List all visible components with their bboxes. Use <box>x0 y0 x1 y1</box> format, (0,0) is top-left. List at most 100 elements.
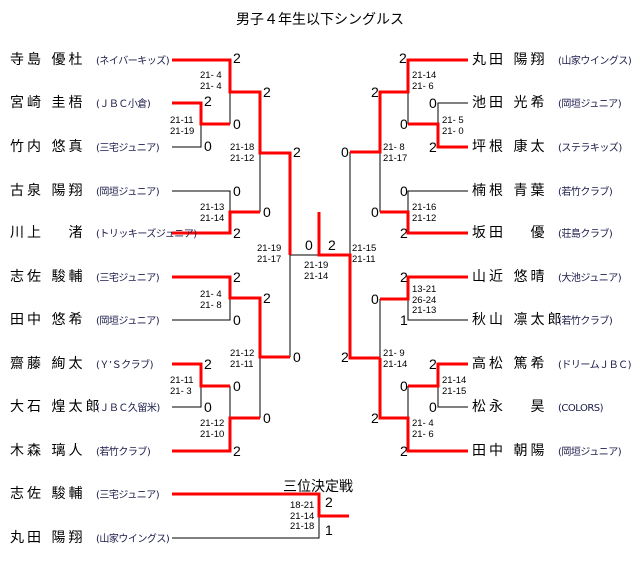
bracket-title: 男子４年生以下シングルス <box>236 12 404 28</box>
games-won-b: 2 <box>400 225 408 241</box>
game-score: 21-12 <box>200 418 225 429</box>
games-won-a: 2 <box>233 50 241 66</box>
game-score: 21-14 <box>383 358 408 370</box>
game-score: 21-19 <box>257 243 282 254</box>
game-score: 21- 4 <box>412 418 434 429</box>
games-won-a: 2 <box>400 269 408 285</box>
player-team: (三宅ジュニア) <box>96 490 160 501</box>
player-team: (トリッキーズジュニア) <box>96 229 197 240</box>
game-score: 21- 5 <box>442 115 464 126</box>
games-won-b: 0 <box>293 349 301 365</box>
game-score: 21- 4 <box>200 80 222 92</box>
player-name: 木森 璃人 <box>10 443 86 459</box>
player-name: 宮崎 圭梧 <box>10 95 86 111</box>
games-won-a: 2 <box>233 269 241 285</box>
right-player-entry: 池田 光希(岡垣ジュニア) <box>472 92 622 112</box>
game-score: 26-24 <box>412 294 437 306</box>
games-won-b: 2 <box>233 443 241 459</box>
right-player-entry: 坂田 優 (荘島クラブ) <box>472 222 613 242</box>
game-score: 21-14 <box>442 375 467 386</box>
game-score: 21-17 <box>257 253 282 265</box>
games-won-a: 0 <box>400 183 408 199</box>
game-score: 21- 0 <box>442 125 464 137</box>
games-won-a: 0 <box>233 183 241 199</box>
games-won-b: 0 <box>371 204 379 220</box>
games-won-a: 2 <box>263 290 271 306</box>
left-player-entry: 木森 璃人 (若竹クラブ) <box>10 440 151 460</box>
right-player-entry: 坪根 康太(ステラキッズ) <box>472 136 622 156</box>
player-team: (ドリームＪＢＣ) <box>558 360 632 371</box>
player-team: (大池ジュニア) <box>558 273 622 284</box>
games-won-a: 0 <box>305 237 313 253</box>
player-team: (岡垣ジュニア) <box>558 99 622 110</box>
games-won-b: 0 <box>204 399 212 415</box>
games-won-b: 0 <box>429 399 437 415</box>
left-player-entry: 田中 悠希(岡垣ジュニア) <box>10 309 160 329</box>
games-won-b: 2 <box>429 139 437 155</box>
right-player-entry: 山近 悠晴(大池ジュニア) <box>472 266 622 286</box>
game-score: 21- 8 <box>200 299 222 311</box>
games-won-b: 0 <box>233 116 241 132</box>
bracket-lines-winner <box>172 58 468 518</box>
games-won-b: 0 <box>233 312 241 328</box>
game-score: 21-10 <box>200 428 225 440</box>
player-name: 志佐 駿輔 <box>10 486 86 502</box>
game-score: 21- 4 <box>200 289 222 300</box>
games-won-b: 0 <box>400 116 408 132</box>
games-won-b: 2 <box>371 410 379 426</box>
left-player-entry: 川上 渚 (トリッキーズジュニア) <box>10 222 197 242</box>
games-won-b: 1 <box>325 522 333 538</box>
left-player-entry: 竹内 悠真(三宅ジュニア) <box>10 136 160 156</box>
player-team: (岡垣ジュニア) <box>96 316 160 327</box>
player-name: 松永 昊 <box>472 399 548 415</box>
games-won-a: 2 <box>204 356 212 372</box>
left-player-entry: 齋藤 絢太(Ｙ’Ｓクラブ) <box>10 353 153 373</box>
player-name: 寺島 優杜 <box>10 52 86 68</box>
games-won-a: 2 <box>371 84 379 100</box>
player-name: 川上 渚 <box>10 225 86 241</box>
player-team: (COLORS) <box>558 403 604 414</box>
player-name: 竹内 悠真 <box>10 139 86 155</box>
game-score: 21-18 <box>230 142 255 153</box>
game-score: 21-14 <box>304 270 329 282</box>
third-place-player-entry: 丸田 陽翔(山家ウイングス) <box>10 527 170 547</box>
player-team: (荘島クラブ) <box>558 229 613 240</box>
games-won-b: 0 <box>204 138 212 154</box>
player-name: 楠根 青葉 <box>472 183 548 199</box>
game-score: 21- 4 <box>200 70 222 81</box>
games-won-b: 2 <box>341 349 349 365</box>
game-score: 21-15 <box>352 243 377 254</box>
games-won-a: 0 <box>341 144 349 160</box>
game-score: 21- 8 <box>383 142 405 153</box>
player-team: (山家ウイングス) <box>558 56 632 67</box>
player-name: 高松 篤希 <box>472 356 548 372</box>
right-player-entry: 丸田 陽翔(山家ウイングス) <box>472 49 632 69</box>
bracket-lines-black <box>172 92 468 539</box>
games-won-a: 0 <box>400 378 408 394</box>
games-won-a: 0 <box>233 378 241 394</box>
player-team: (若竹クラブ) <box>96 447 151 458</box>
game-score: 21- 6 <box>412 80 434 92</box>
games-won-a: 2 <box>429 356 437 372</box>
left-player-entry: 大石 煌太郎(ＪＢＣ久留米) <box>10 396 160 416</box>
player-team: (若竹クラブ) <box>558 316 613 327</box>
player-name: 坂田 優 <box>472 225 548 241</box>
game-score: 21-13 <box>200 202 225 213</box>
game-score: 21-14 <box>200 212 225 224</box>
left-player-entry: 志佐 駿輔(三宅ジュニア) <box>10 266 160 286</box>
games-won-a: 2 <box>204 93 212 109</box>
